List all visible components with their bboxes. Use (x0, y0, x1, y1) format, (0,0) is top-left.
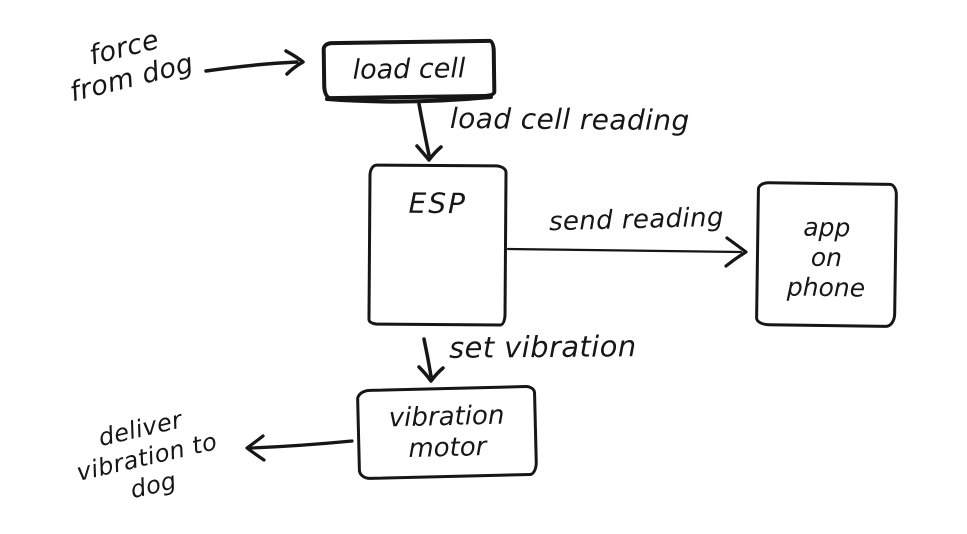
edge-label-load-cell-reading: load cell reading (449, 101, 690, 138)
arrowhead-esp-to-app (724, 236, 748, 268)
node-app-on-phone: app on phone (754, 181, 899, 328)
node-esp: ESP (367, 163, 508, 327)
node-load-cell: load cell (321, 38, 497, 101)
arrow-vibration-motor-to-dog (249, 439, 354, 450)
arrowhead-load-cell-to-esp (415, 144, 443, 162)
edge-label-send-reading: send reading (548, 202, 725, 238)
arrow-esp-to-app (506, 247, 743, 254)
node-app-line3: phone (786, 271, 866, 303)
node-esp-label: ESP (408, 186, 468, 221)
arrow-load-cell-to-esp (417, 102, 431, 157)
node-app-line2: on (810, 242, 843, 272)
node-load-cell-label: load cell (352, 53, 466, 86)
node-vibration-motor-line1: vibration (388, 400, 505, 433)
sketch-overstroke-load-cell (325, 95, 493, 104)
arrow-esp-to-vibration-motor (422, 337, 433, 378)
arrowhead-force-to-load-cell (284, 49, 305, 76)
edge-label-set-vibration: set vibration (448, 329, 637, 365)
node-app-line1: app (803, 212, 851, 242)
arrowhead-esp-to-vibration-motor (417, 365, 445, 383)
node-vibration-motor-line2: motor (407, 431, 487, 464)
arrowhead-vibration-motor-to-dog (245, 434, 266, 462)
node-vibration-motor: vibration motor (355, 384, 539, 481)
arrow-force-to-load-cell (204, 60, 299, 73)
